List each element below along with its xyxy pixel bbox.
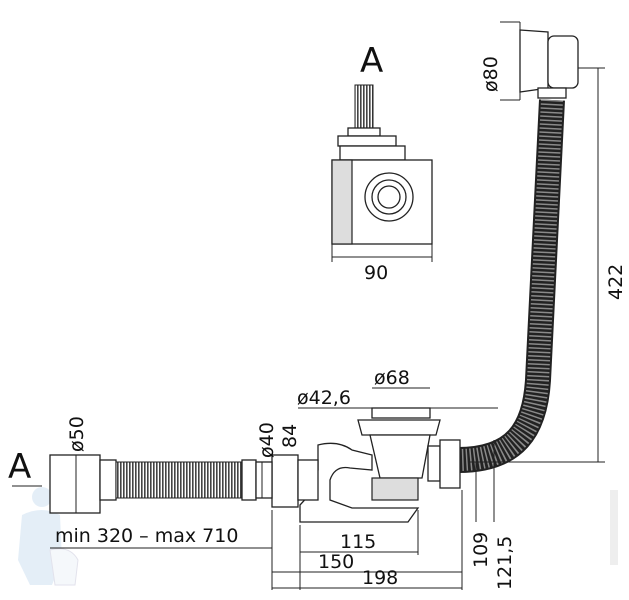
- dim-length-115: 115: [340, 531, 376, 553]
- dim-width-90: 90: [364, 262, 388, 284]
- dim-height-121-5: 121,5: [494, 536, 516, 590]
- dim-drain-inner-diameter: ø42,6: [297, 387, 351, 409]
- watermark-plumber-logo: [18, 487, 79, 586]
- dim-height-84: 84: [279, 424, 301, 448]
- dim-length-198: 198: [362, 567, 398, 589]
- watermark-side-text: [610, 490, 618, 565]
- overflow-hose: [457, 99, 565, 473]
- dim-height-422: 422: [605, 264, 627, 300]
- section-label-left: A: [8, 447, 31, 487]
- dim-height-109: 109: [470, 532, 492, 568]
- dim-hose-range: min 320 – max 710: [55, 525, 238, 547]
- drain-assembly: [271, 407, 461, 523]
- dim-outlet-diameter: ø50: [66, 416, 88, 452]
- section-a-view: [331, 84, 433, 262]
- overflow-head: [500, 21, 579, 101]
- dim-pipe-diameter: ø40: [256, 422, 278, 458]
- section-label-top: A: [360, 41, 383, 81]
- dim-overflow-diameter: ø80: [480, 56, 502, 92]
- outlet-hose: [49, 454, 273, 514]
- dim-drain-outer-diameter: ø68: [374, 367, 410, 389]
- dim-length-150: 150: [318, 551, 354, 573]
